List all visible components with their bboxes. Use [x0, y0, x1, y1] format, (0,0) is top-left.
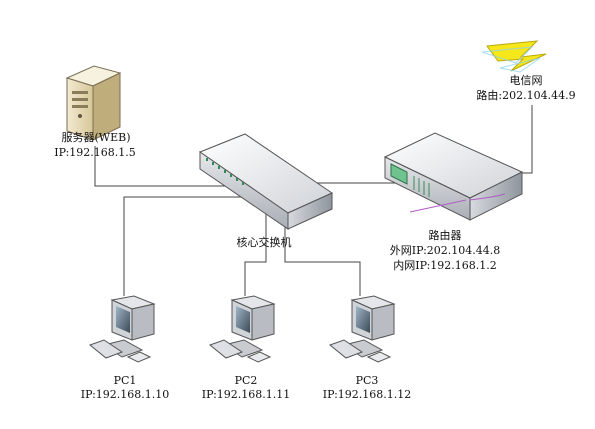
pc1-name: PC1 — [113, 374, 137, 387]
link-switch-pc2 — [244, 202, 267, 296]
link-switch-pc3 — [284, 210, 361, 296]
lightning-icon — [481, 40, 547, 73]
server-name: 服务器(WEB) — [61, 131, 131, 144]
switch-name: 核心交换机 — [236, 236, 292, 249]
router-name: 路由器 — [428, 229, 462, 242]
link-switch-pc1 — [123, 196, 248, 296]
pc2-name: PC2 — [234, 374, 258, 387]
router-wan-ip: 外网IP:202.104.44.8 — [389, 244, 501, 257]
pc1-ip: IP:192.168.1.10 — [80, 388, 170, 401]
telecom-name: 电信网 — [509, 74, 543, 87]
pc1-icon — [88, 295, 156, 363]
link-server-switch — [94, 146, 240, 187]
router-icon — [383, 132, 524, 221]
pc2-icon — [208, 295, 276, 363]
server-ip: IP:192.168.1.5 — [54, 146, 136, 159]
pc3-ip: IP:192.168.1.12 — [322, 388, 412, 401]
pc3-name: PC3 — [355, 374, 379, 387]
server-tower-icon — [65, 65, 122, 141]
core-switch-icon — [198, 133, 334, 230]
router-lan-ip: 内网IP:192.168.1.2 — [393, 259, 497, 272]
telecom-route: 路由:202.104.44.9 — [476, 89, 576, 102]
pc3-icon — [328, 295, 396, 363]
link-router-telecom — [522, 105, 533, 174]
pc2-ip: IP:192.168.1.11 — [201, 388, 291, 401]
switch-port-leds — [206, 158, 244, 185]
